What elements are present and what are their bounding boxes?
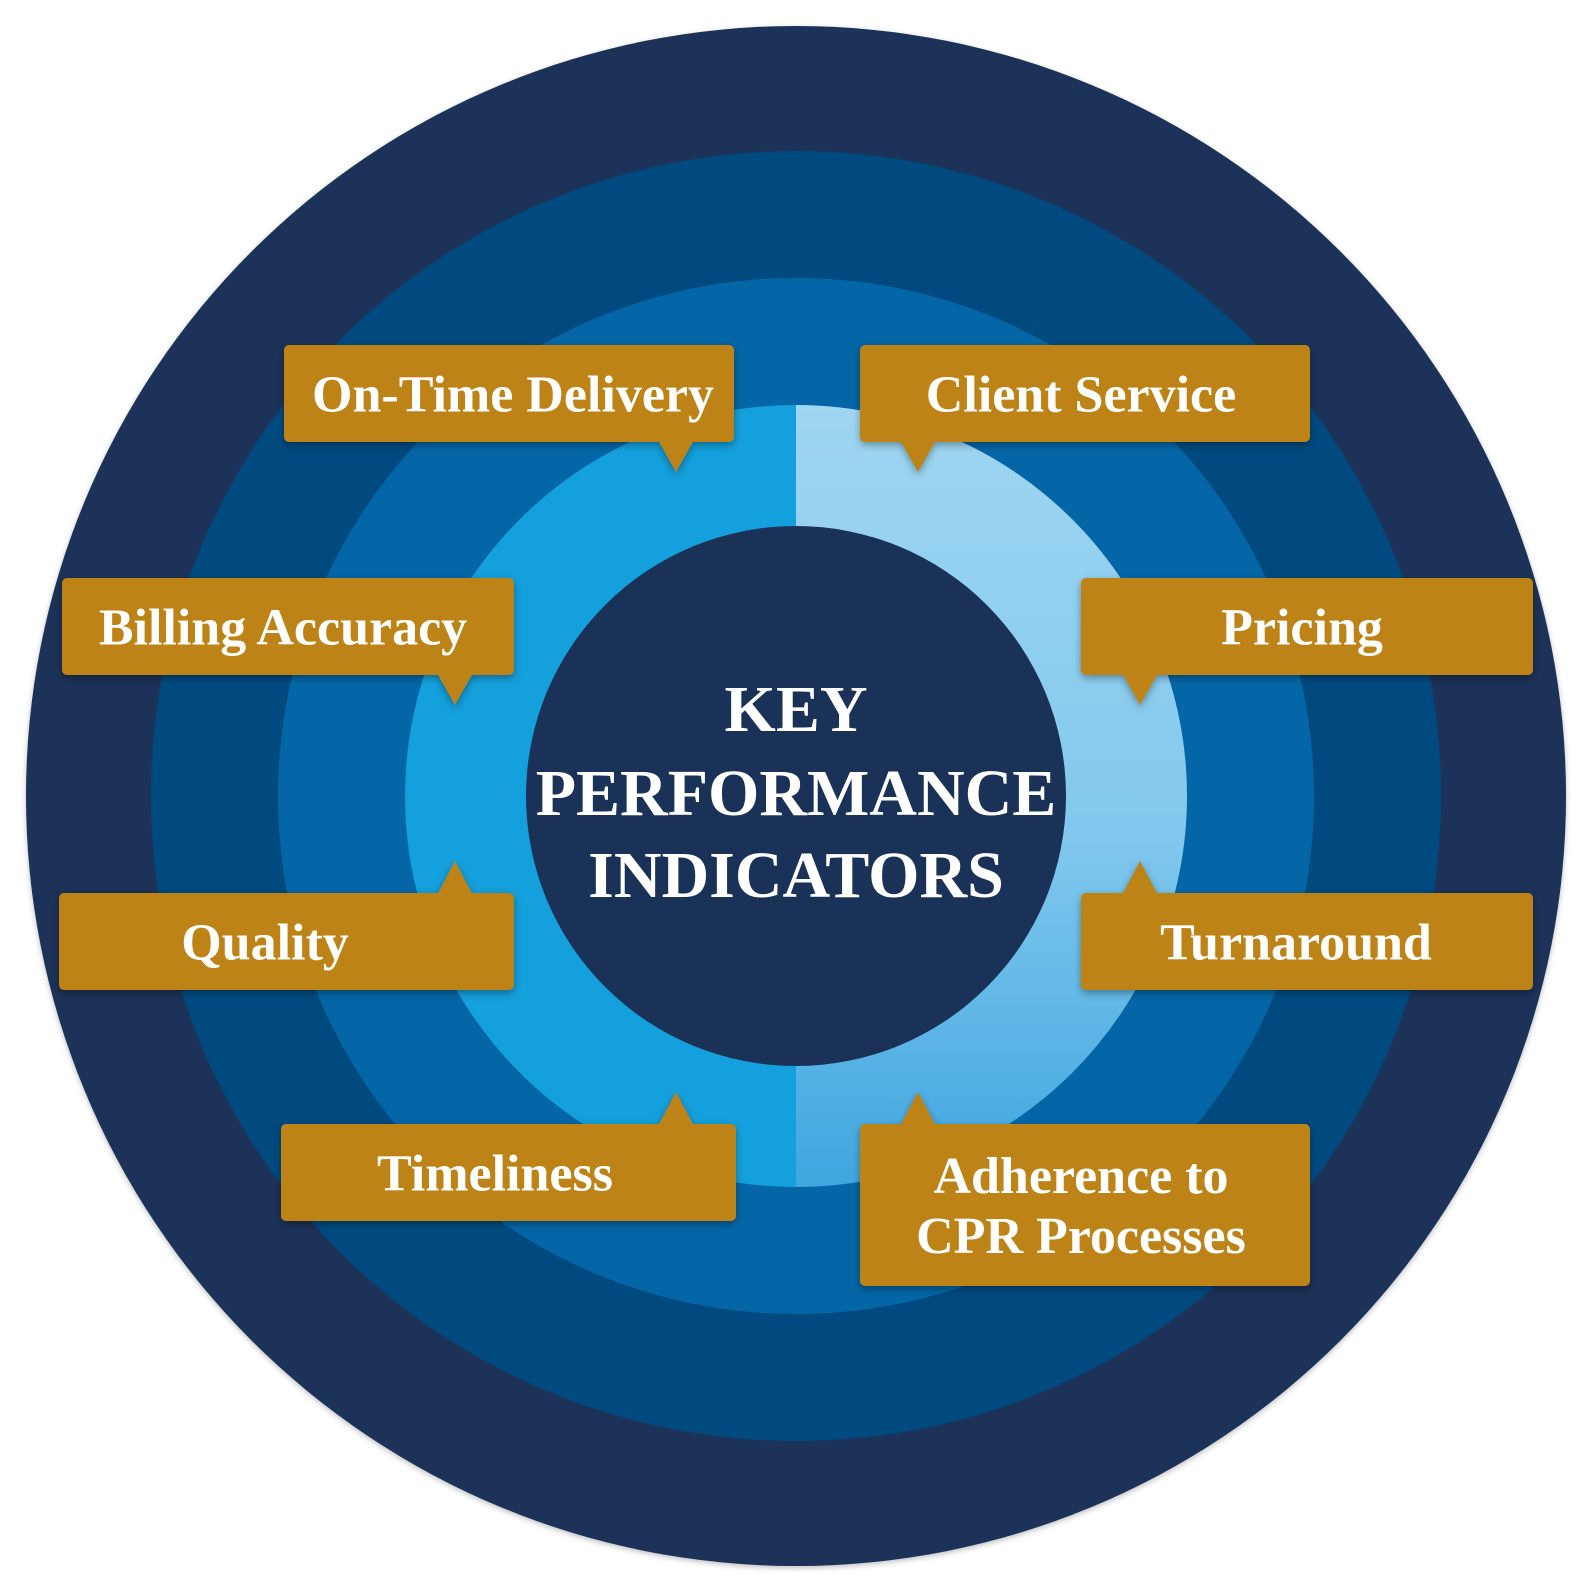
label-pointer xyxy=(900,440,936,472)
center-title-line-2: PERFORMANCE xyxy=(536,757,1057,830)
label-billing-accuracy: Billing Accuracy xyxy=(62,578,514,705)
label-box xyxy=(59,893,514,990)
label-box xyxy=(860,345,1310,442)
label-quality: Quality xyxy=(59,861,514,990)
label-pointer xyxy=(1122,861,1158,895)
label-on-time-delivery: On-Time Delivery xyxy=(284,345,734,472)
label-text: Adherence to xyxy=(933,1148,1228,1205)
label-turnaround: Turnaround xyxy=(1081,861,1533,990)
label-box xyxy=(860,1124,1310,1286)
label-pricing: Pricing xyxy=(1081,578,1533,705)
label-box xyxy=(62,578,514,675)
label-box xyxy=(284,345,734,442)
center-title: KEY PERFORMANCE INDICATORS xyxy=(536,673,1057,912)
label-text: Quality xyxy=(181,915,349,972)
core-circle xyxy=(526,526,1066,1066)
label-pointer xyxy=(1122,673,1158,705)
label-pointer xyxy=(437,673,473,705)
label-pointer xyxy=(437,861,473,895)
label-text: Billing Accuracy xyxy=(99,600,467,657)
label-text: Pricing xyxy=(1221,600,1383,657)
center-title-line-3: INDICATORS xyxy=(588,839,1004,912)
label-box xyxy=(281,1124,736,1221)
label-pointer xyxy=(900,1092,936,1126)
label-box xyxy=(1081,578,1533,675)
label-timeliness: Timeliness xyxy=(281,1092,736,1221)
label-text: Turnaround xyxy=(1160,915,1432,972)
label-text: Client Service xyxy=(926,367,1236,424)
label-pointer xyxy=(658,440,694,472)
label-text: On-Time Delivery xyxy=(312,367,714,424)
center-title-line-1: KEY xyxy=(724,673,867,746)
label-pointer xyxy=(658,1092,694,1126)
label-box xyxy=(1081,893,1533,990)
label-text: CPR Processes xyxy=(916,1208,1246,1265)
label-text: Timeliness xyxy=(377,1146,613,1203)
label-client-service: Client Service xyxy=(860,345,1310,472)
